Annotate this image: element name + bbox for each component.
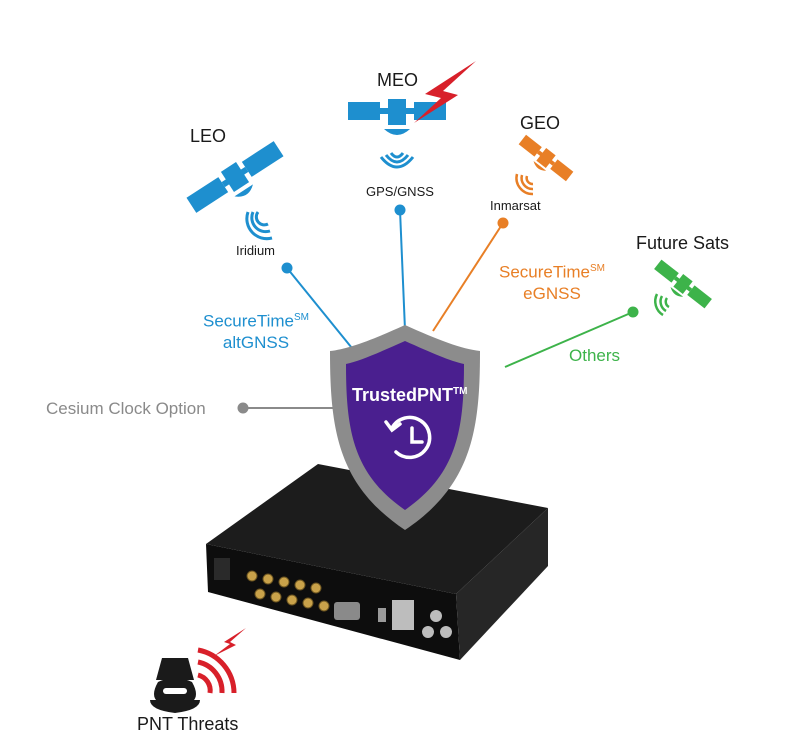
threat-signal-icon: [197, 647, 237, 694]
timing-server-device: [206, 464, 548, 660]
leo-satellite-icon: [186, 141, 284, 213]
clock-history-icon: [384, 415, 432, 460]
shield-face: [346, 341, 464, 510]
device-sma-ports: [422, 610, 452, 638]
altgnss-service-label: SecureTimeSM altGNSS: [192, 307, 320, 353]
cesium-clock-label: Cesium Clock Option: [46, 399, 206, 418]
geo-signal-icon: [515, 173, 534, 196]
shield-title-text: TrustedPNT: [352, 385, 454, 405]
device-serial-port: [334, 602, 360, 620]
meo-link: [399, 209, 406, 331]
future-link-dot: [627, 306, 639, 318]
leo-label: LEO: [190, 126, 227, 146]
threat-lightning-icon: [214, 628, 246, 656]
device-connectors: [246, 570, 330, 612]
cesium-link-dot: [237, 402, 249, 414]
future-sats-label: Future Sats: [636, 233, 730, 253]
device-usb-port: [378, 608, 386, 622]
geo-link-dot: [497, 217, 509, 229]
spy-icon: [150, 658, 200, 713]
pnt-threats-label: PNT Threats: [137, 714, 239, 734]
egnss-service-mark: SM: [590, 263, 605, 274]
meo-system-label: GPS/GNSS: [366, 184, 434, 199]
altgnss-service-mark: SM: [294, 312, 309, 323]
altgnss-service-name: SecureTime: [202, 311, 294, 331]
leo-link-dot: [281, 262, 293, 274]
geo-system-label: Inmarsat: [490, 198, 541, 213]
shield-title-mark: TM: [453, 386, 468, 397]
device-led-panel: [214, 558, 230, 580]
geo-satellite-icon: [518, 134, 574, 182]
geo-link: [432, 222, 504, 332]
egnss-service-label: SecureTimeSM eGNSS: [488, 258, 616, 304]
meo-label: MEO: [377, 70, 419, 90]
meo-satellite-icon: [348, 99, 446, 135]
egnss-service-name: SecureTime: [498, 262, 590, 282]
meo-signal-icon: [379, 152, 415, 169]
geo-label: GEO: [520, 113, 561, 133]
future-link: [504, 311, 634, 368]
meo-threat-lightning-icon: [414, 61, 476, 123]
leo-link: [286, 267, 361, 359]
future-satellite-icon: [654, 259, 712, 309]
shield-title: TrustedPNTTM: [352, 385, 467, 406]
leo-signal-icon: [245, 211, 273, 241]
device-ethernet-ports: [392, 600, 414, 630]
altgnss-service-sub: altGNSS: [222, 332, 290, 352]
egnss-service-sub: eGNSS: [523, 283, 581, 303]
meo-link-dot: [394, 204, 406, 216]
future-signal-icon: [654, 293, 670, 317]
leo-system-label: Iridium: [236, 243, 276, 258]
others-label: Others: [569, 346, 621, 365]
